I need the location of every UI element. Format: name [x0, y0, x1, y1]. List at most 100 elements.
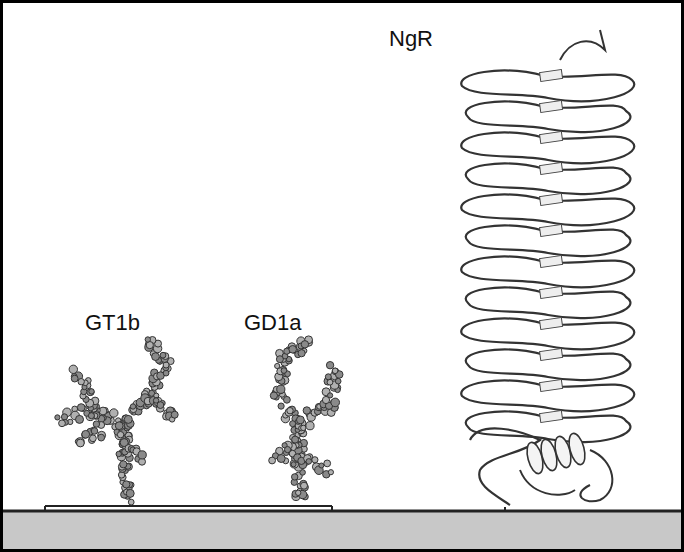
atom: [89, 389, 94, 394]
atom: [306, 459, 312, 465]
atom: [285, 447, 291, 453]
atom: [110, 409, 118, 417]
atom: [296, 490, 301, 495]
atom: [331, 398, 340, 407]
atom: [301, 482, 308, 489]
atom: [87, 389, 94, 396]
atom: [78, 379, 84, 385]
beta-strand: [540, 318, 563, 330]
ribbon-loop: [580, 450, 612, 501]
atom: [120, 461, 127, 468]
atom: [77, 404, 85, 412]
ngr-ribbon: [461, 30, 634, 505]
beta-strand: [540, 287, 563, 299]
atom: [335, 378, 341, 384]
atom: [82, 430, 90, 438]
atom: [117, 432, 123, 438]
atom: [276, 356, 283, 363]
atom: [281, 368, 287, 374]
atom: [326, 362, 333, 369]
protein-anchor: [504, 507, 506, 511]
atom: [306, 422, 314, 430]
atom: [130, 404, 135, 409]
atom: [152, 353, 160, 361]
atom: [126, 489, 134, 497]
beta-strand: [540, 256, 563, 268]
beta-strand: [540, 349, 563, 361]
atom: [128, 499, 134, 505]
atom: [292, 436, 299, 443]
atom: [138, 451, 146, 459]
atom: [284, 396, 291, 403]
atom: [59, 420, 66, 427]
ribbon-loop: [520, 470, 575, 495]
atom: [277, 455, 285, 463]
atom: [324, 460, 331, 467]
atom: [145, 337, 150, 342]
beta-strand: [540, 70, 563, 82]
atom: [290, 421, 296, 427]
beta-strand: [540, 132, 563, 144]
beta-strand: [540, 101, 563, 113]
atom: [157, 402, 164, 409]
atom: [291, 462, 296, 467]
atom: [325, 374, 331, 380]
atom: [90, 435, 97, 442]
protein-label: NgR: [389, 27, 433, 51]
lipid-raft-line: [45, 505, 332, 507]
atom: [332, 368, 338, 374]
atom: [275, 363, 280, 368]
beta-strand: [540, 411, 563, 423]
atom: [61, 414, 67, 420]
atom: [328, 393, 333, 398]
atom: [55, 415, 60, 420]
atom: [319, 463, 324, 468]
atom: [301, 425, 306, 430]
atom: [278, 403, 284, 409]
illustration: [3, 3, 681, 549]
atom: [98, 434, 105, 441]
atom: [298, 350, 305, 357]
atom: [171, 411, 178, 418]
atom: [297, 416, 305, 424]
atom: [292, 474, 298, 480]
atom: [115, 422, 123, 430]
ganglioside-label: GT1b: [85, 311, 140, 335]
atom: [93, 421, 99, 427]
atom: [301, 341, 308, 348]
atom: [277, 385, 285, 393]
atom: [116, 451, 121, 456]
atom: [91, 428, 98, 435]
atom: [312, 457, 318, 463]
ganglioside-label: GD1a: [244, 311, 301, 335]
lipid-raft-edge: [44, 506, 46, 511]
atom: [76, 438, 84, 446]
atom: [76, 415, 84, 423]
atom: [303, 407, 310, 414]
atom: [270, 392, 277, 399]
beta-strand: [540, 194, 563, 206]
ribbon-loop: [470, 428, 540, 505]
atom: [123, 481, 130, 488]
atom: [69, 365, 77, 373]
ribbon-tail: [560, 30, 605, 60]
beta-strand: [540, 225, 563, 237]
atom: [287, 408, 293, 414]
gd1a-molecule: [269, 336, 343, 501]
helix-turn: [566, 432, 588, 467]
atom: [269, 457, 276, 464]
atom: [160, 352, 166, 358]
atom: [285, 408, 293, 416]
gt1b-molecule: [55, 337, 178, 506]
lipid-raft-edge: [331, 506, 333, 511]
membrane: [3, 512, 681, 549]
atom: [328, 470, 333, 475]
atom: [77, 439, 85, 447]
atom: [88, 413, 94, 419]
beta-strand: [540, 380, 563, 392]
membrane-surface: [3, 510, 681, 513]
beta-strand: [540, 163, 563, 175]
atom: [71, 375, 78, 382]
atom: [124, 415, 132, 423]
